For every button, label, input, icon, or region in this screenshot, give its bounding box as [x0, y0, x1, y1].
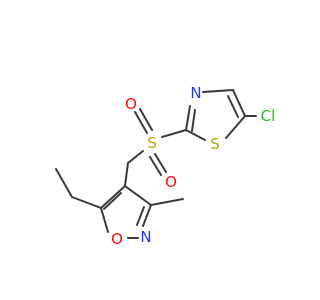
atom-o-isoxazole: O: [111, 230, 123, 248]
molecule-structure: O S O N S Cl O N: [55, 84, 275, 248]
atom-o-sulfonyl-top: O: [125, 95, 137, 113]
bond-c4-c5-b: [227, 95, 239, 118]
bond-c4-c5i-a: [100, 185, 126, 209]
bond-ethyl-ch2-ch3: [55, 168, 73, 198]
atom-n-thiazole: N: [190, 84, 201, 102]
bond-s-o-top-a: [134, 111, 148, 134]
bond-n2-c3-a: [142, 204, 152, 227]
atom-cl: Cl: [261, 107, 276, 125]
atom-o-sulfonyl-bottom: O: [165, 173, 177, 191]
bond-c5i-ethyl-ch2: [71, 196, 102, 209]
bond-ch2-c4: [124, 162, 129, 187]
bond-s-c2: [161, 129, 187, 138]
bond-c4-c5-a: [232, 89, 246, 117]
bond-c3-methyl: [150, 198, 184, 206]
bond-c4-c3: [124, 185, 152, 206]
bond-c5i-o1: [100, 207, 109, 233]
bond-n2-c3-b: [136, 206, 145, 226]
bond-s1-c2: [185, 129, 206, 141]
atom-labels: O S O N S Cl O N: [111, 84, 275, 248]
atom-s-thiazole: S: [210, 135, 220, 153]
bond-s-o-bottom-a: [154, 153, 167, 173]
bond-c2-n3-b: [191, 109, 196, 132]
bond-c4-c5i-b: [103, 192, 122, 210]
bond-n3-c4: [202, 89, 234, 93]
bond-c5-s1: [225, 115, 246, 139]
bonds: [55, 89, 257, 239]
atom-n-isoxazole: N: [140, 228, 151, 246]
bond-s-o-bottom-b: [149, 156, 162, 176]
bond-s-ch2: [127, 150, 144, 164]
bond-c2-n3-a: [185, 105, 191, 131]
bond-s-o-top-b: [139, 108, 153, 131]
atom-s-sulfonyl: S: [147, 134, 157, 152]
